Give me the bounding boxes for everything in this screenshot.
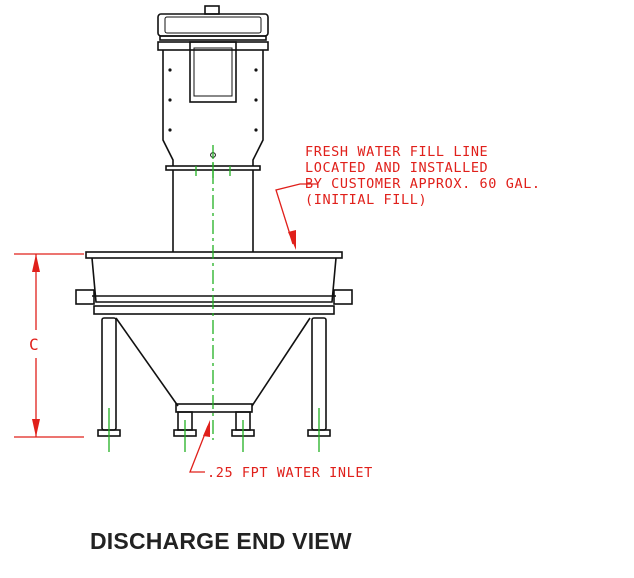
legs bbox=[97, 317, 331, 437]
dimension-label: C bbox=[29, 335, 39, 354]
tank bbox=[75, 251, 353, 315]
fill-line-note-line-4: (INITIAL FILL) bbox=[305, 192, 427, 208]
fill-line-note-line-3: BY CUSTOMER APPROX. 60 GAL. bbox=[305, 176, 541, 192]
motor-housing bbox=[157, 5, 269, 103]
view-title: DISCHARGE END VIEW bbox=[90, 528, 352, 554]
water-inlet-leader: .25 FPT WATER INLET bbox=[189, 420, 373, 481]
centerlines bbox=[108, 145, 320, 452]
fill-line-leader: FRESH WATER FILL LINE LOCATED AND INSTAL… bbox=[275, 144, 541, 250]
dimension-c: C bbox=[14, 253, 84, 438]
water-inlet-note: .25 FPT WATER INLET bbox=[207, 465, 373, 481]
fill-line-note-line-1: FRESH WATER FILL LINE bbox=[305, 144, 488, 160]
fill-line-note-line-2: LOCATED AND INSTALLED bbox=[305, 160, 488, 176]
